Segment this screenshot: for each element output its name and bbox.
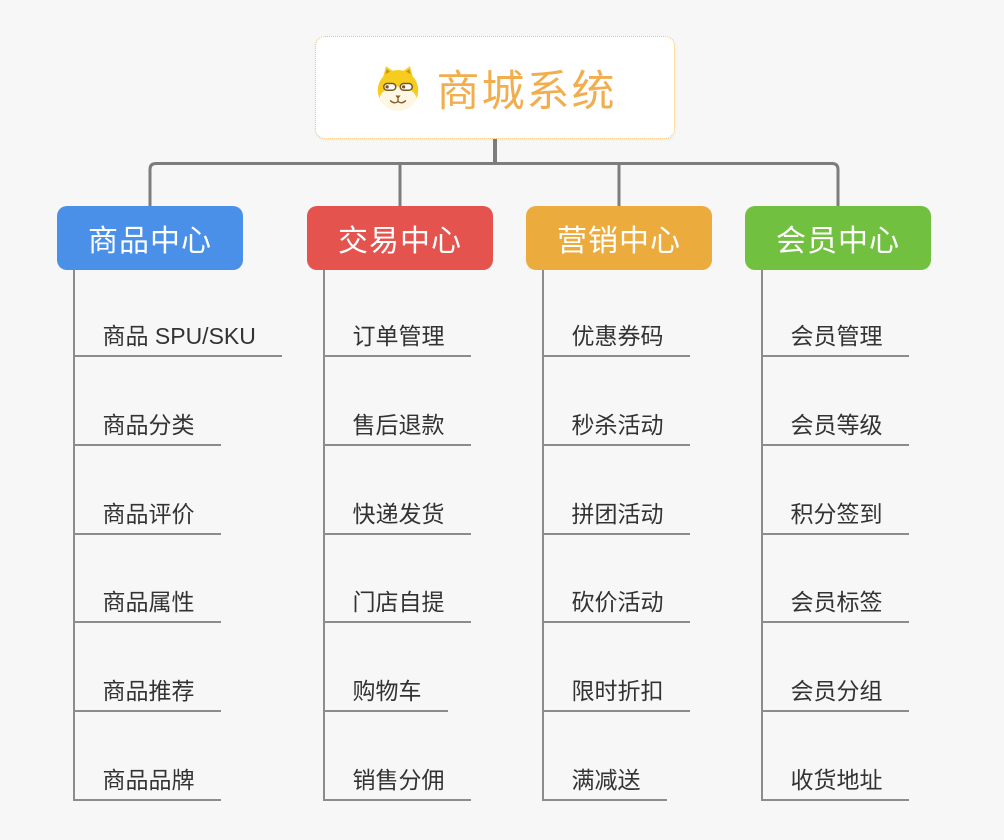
leaf-node[interactable]: 会员标签 [760,587,909,623]
leaf-node[interactable]: 销售分佣 [322,765,471,801]
branch-label: 交易中心 [338,225,462,258]
branch-header-4[interactable]: 会员中心 [745,206,931,270]
leaf-node[interactable]: 快递发货 [322,499,471,535]
leaf-node[interactable]: 限时折扣 [541,676,690,712]
leaf-node[interactable]: 购物车 [322,676,448,712]
leaf-node[interactable]: 砍价活动 [541,587,690,623]
branch-spine [541,270,544,801]
leaf-node[interactable]: 会员管理 [760,321,909,357]
leaf-node[interactable]: 商品推荐 [72,676,221,712]
leaf-node[interactable]: 会员等级 [760,410,909,446]
leaf-node[interactable]: 收货地址 [760,765,909,801]
leaf-node[interactable]: 商品分类 [72,410,221,446]
leaf-node[interactable]: 拼团活动 [541,499,690,535]
leaf-node[interactable]: 商品 SPU/SKU [72,321,282,357]
dog-face-icon [377,65,418,110]
branch-spine [322,270,325,801]
leaf-node[interactable]: 优惠券码 [541,321,690,357]
branch-header-1[interactable]: 商品中心 [57,206,243,270]
leaf-node[interactable]: 门店自提 [322,587,471,623]
root-node-title: 商城系统 [436,67,617,116]
leaf-node[interactable]: 会员分组 [760,676,909,712]
leaf-node[interactable]: 售后退款 [322,410,471,446]
root-node[interactable]: 商城系统 [315,36,675,139]
branch-header-2[interactable]: 交易中心 [307,206,493,270]
branch-label: 会员中心 [776,225,900,258]
leaf-node[interactable]: 积分签到 [760,499,909,535]
branch-label: 商品中心 [88,225,212,258]
branch-spine [760,270,763,801]
leaf-node[interactable]: 商品品牌 [72,765,221,801]
branch-label: 营销中心 [557,225,681,258]
branch-header-3[interactable]: 营销中心 [526,206,712,270]
leaf-node[interactable]: 满减送 [541,765,667,801]
leaf-node[interactable]: 商品属性 [72,587,221,623]
leaf-node[interactable]: 订单管理 [322,321,471,357]
leaf-node[interactable]: 商品评价 [72,499,221,535]
branch-spine [72,270,75,801]
leaf-node[interactable]: 秒杀活动 [541,410,690,446]
